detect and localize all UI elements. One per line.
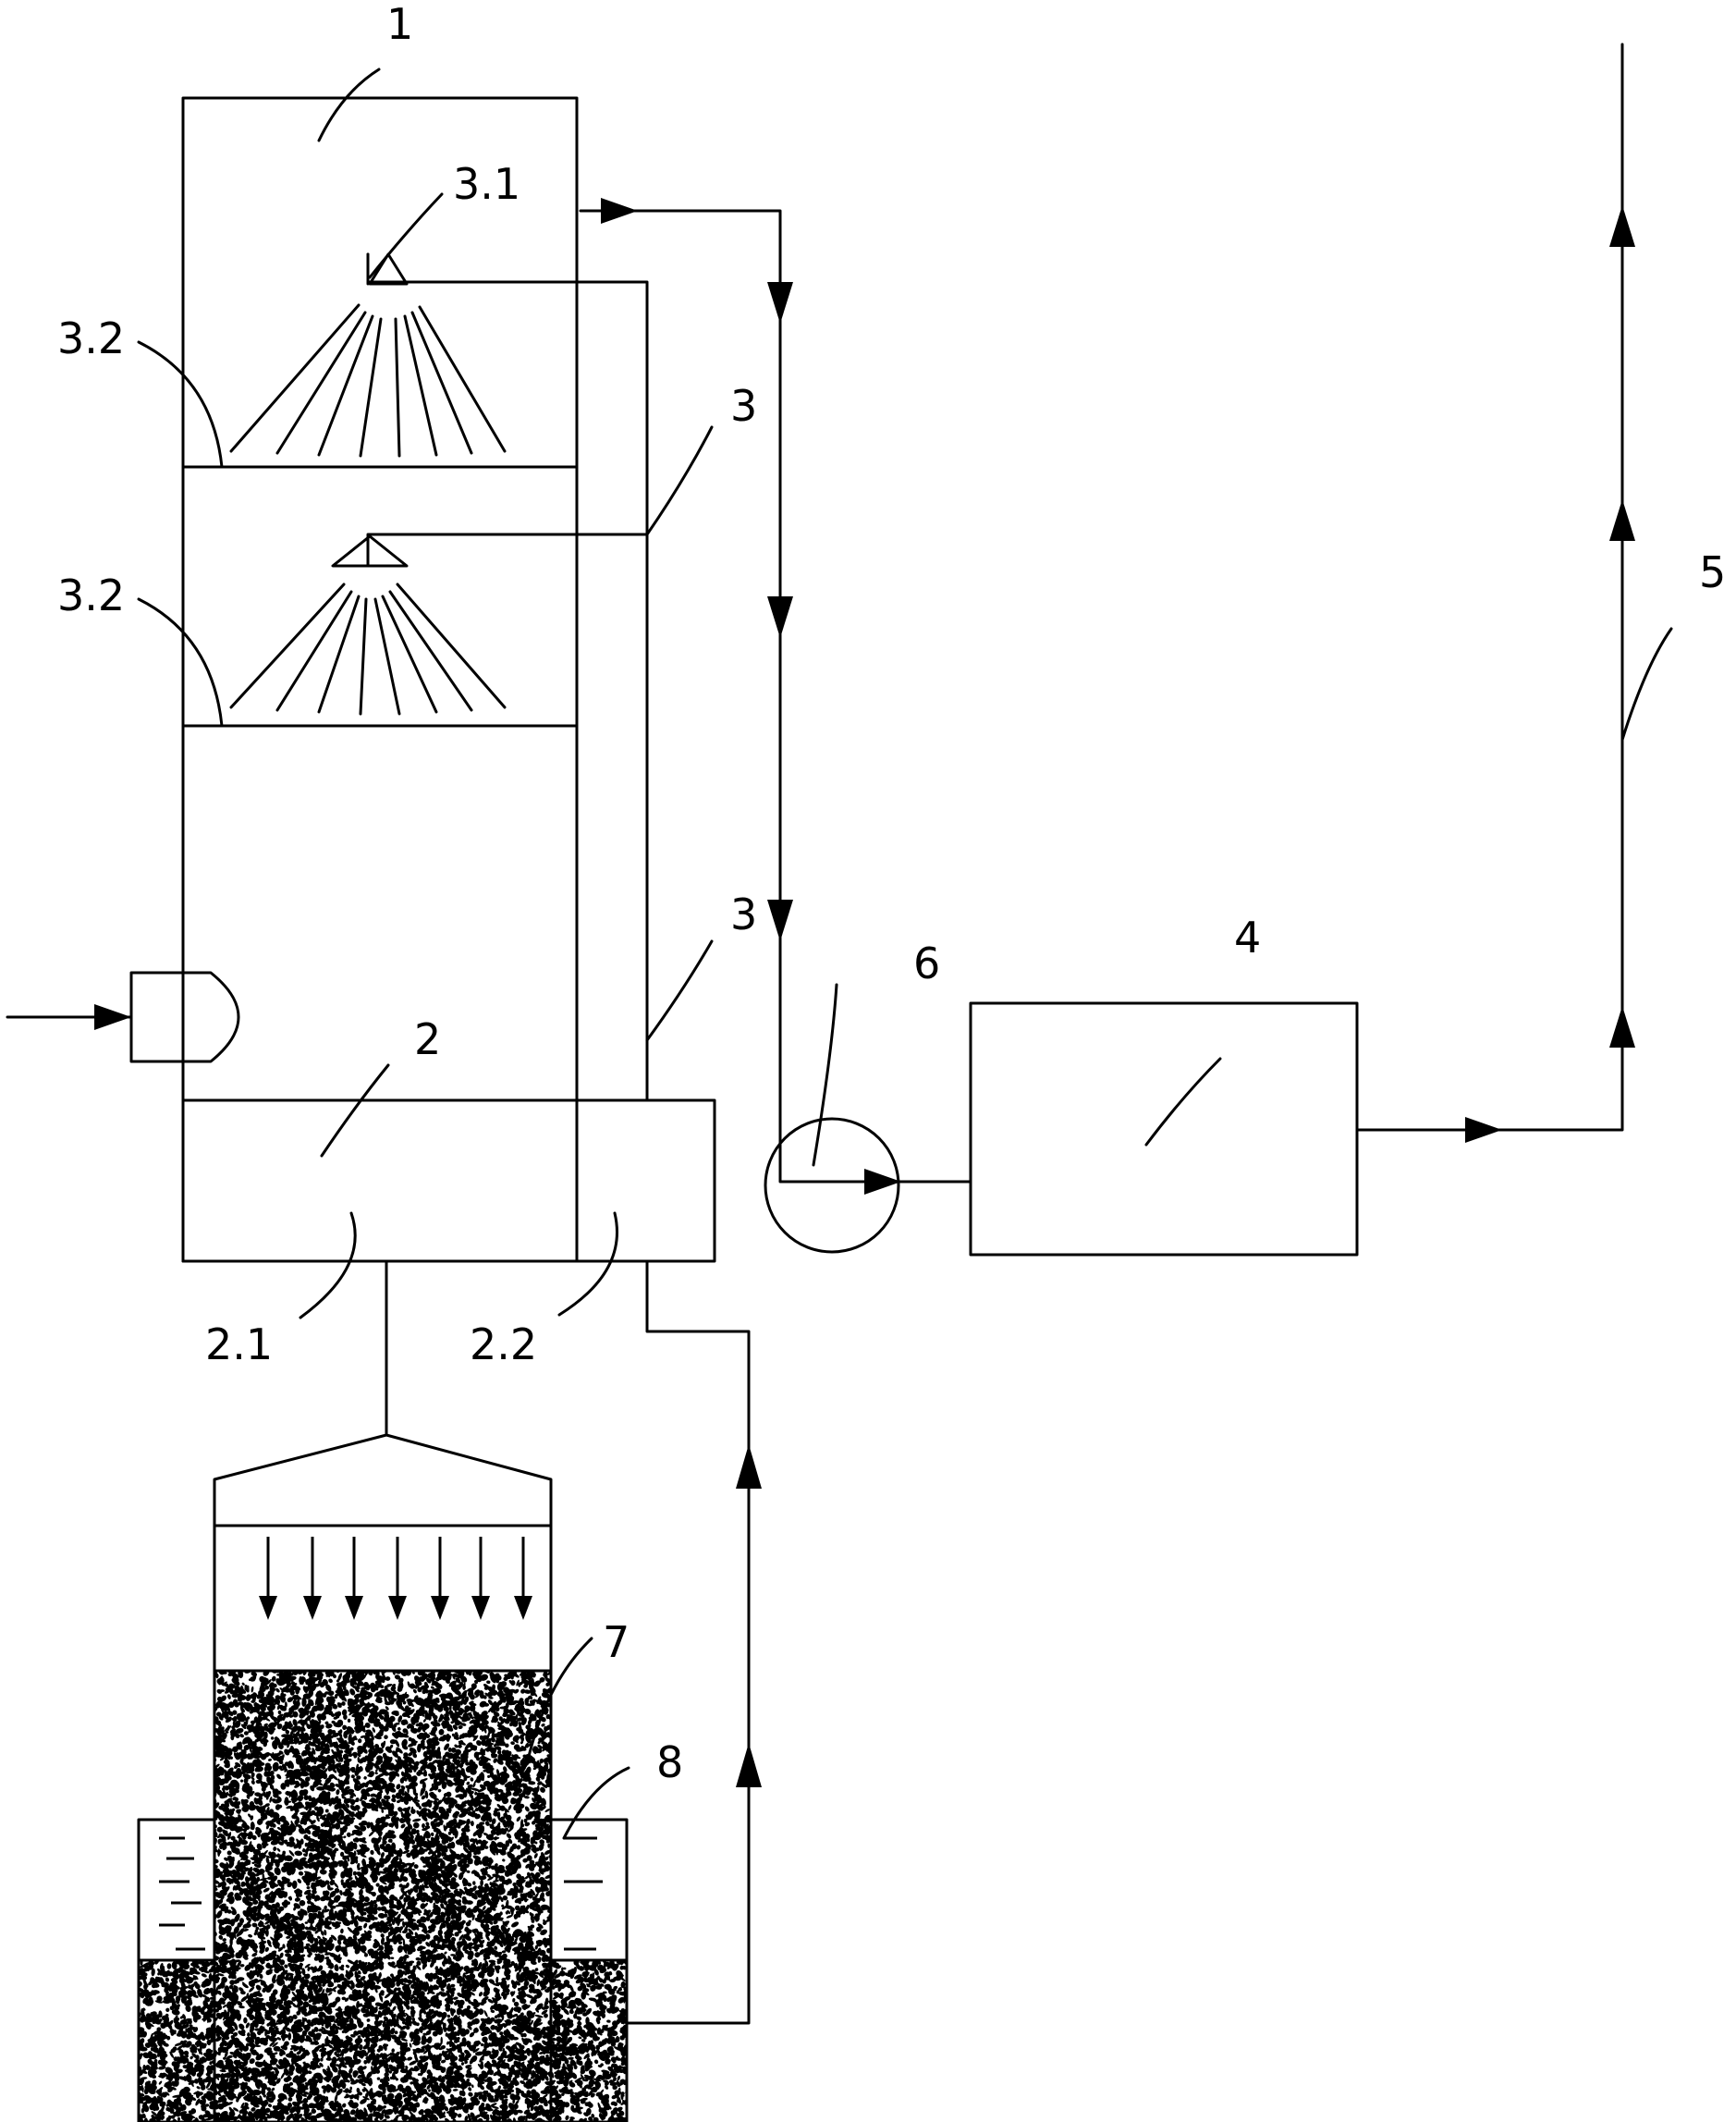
gas-outlet-pipe [579, 198, 903, 1195]
packing-texture [214, 1671, 551, 2122]
label-tank-left: 2.1 [205, 1319, 273, 1369]
label-pipe-lower: 3 [730, 889, 757, 939]
label-basin: 8 [656, 1737, 683, 1787]
leader-lines [137, 67, 1673, 1840]
label-tank: 2 [414, 1014, 441, 1064]
label-nozzle: 3.1 [453, 159, 520, 209]
spray-nozzle-upper [229, 252, 507, 458]
label-tray-lower: 3.2 [57, 570, 125, 620]
label-tower: 1 [386, 0, 413, 49]
gas-inlet [6, 971, 240, 1063]
fan [764, 1117, 900, 1254]
circulation-pipe [366, 252, 649, 1102]
tower [181, 96, 579, 1263]
water-basin [137, 1818, 629, 2122]
liquid-tank [181, 1098, 716, 1263]
spray-nozzle-lower [229, 534, 507, 716]
label-tray-upper: 3.2 [57, 313, 125, 363]
flow-arrows [259, 1537, 532, 1620]
label-fan: 6 [913, 938, 940, 988]
label-unit: 4 [1234, 913, 1261, 963]
filter-bed [213, 1433, 553, 2122]
label-tank-right: 2.2 [470, 1319, 537, 1369]
label-bed: 7 [603, 1617, 630, 1667]
label-stack: 5 [1699, 547, 1726, 597]
label-pipe-upper: 3 [730, 381, 757, 431]
return-pipe [625, 1259, 762, 2025]
exhaust-stack [1355, 43, 1635, 1143]
treatment-unit [969, 1001, 1359, 1257]
